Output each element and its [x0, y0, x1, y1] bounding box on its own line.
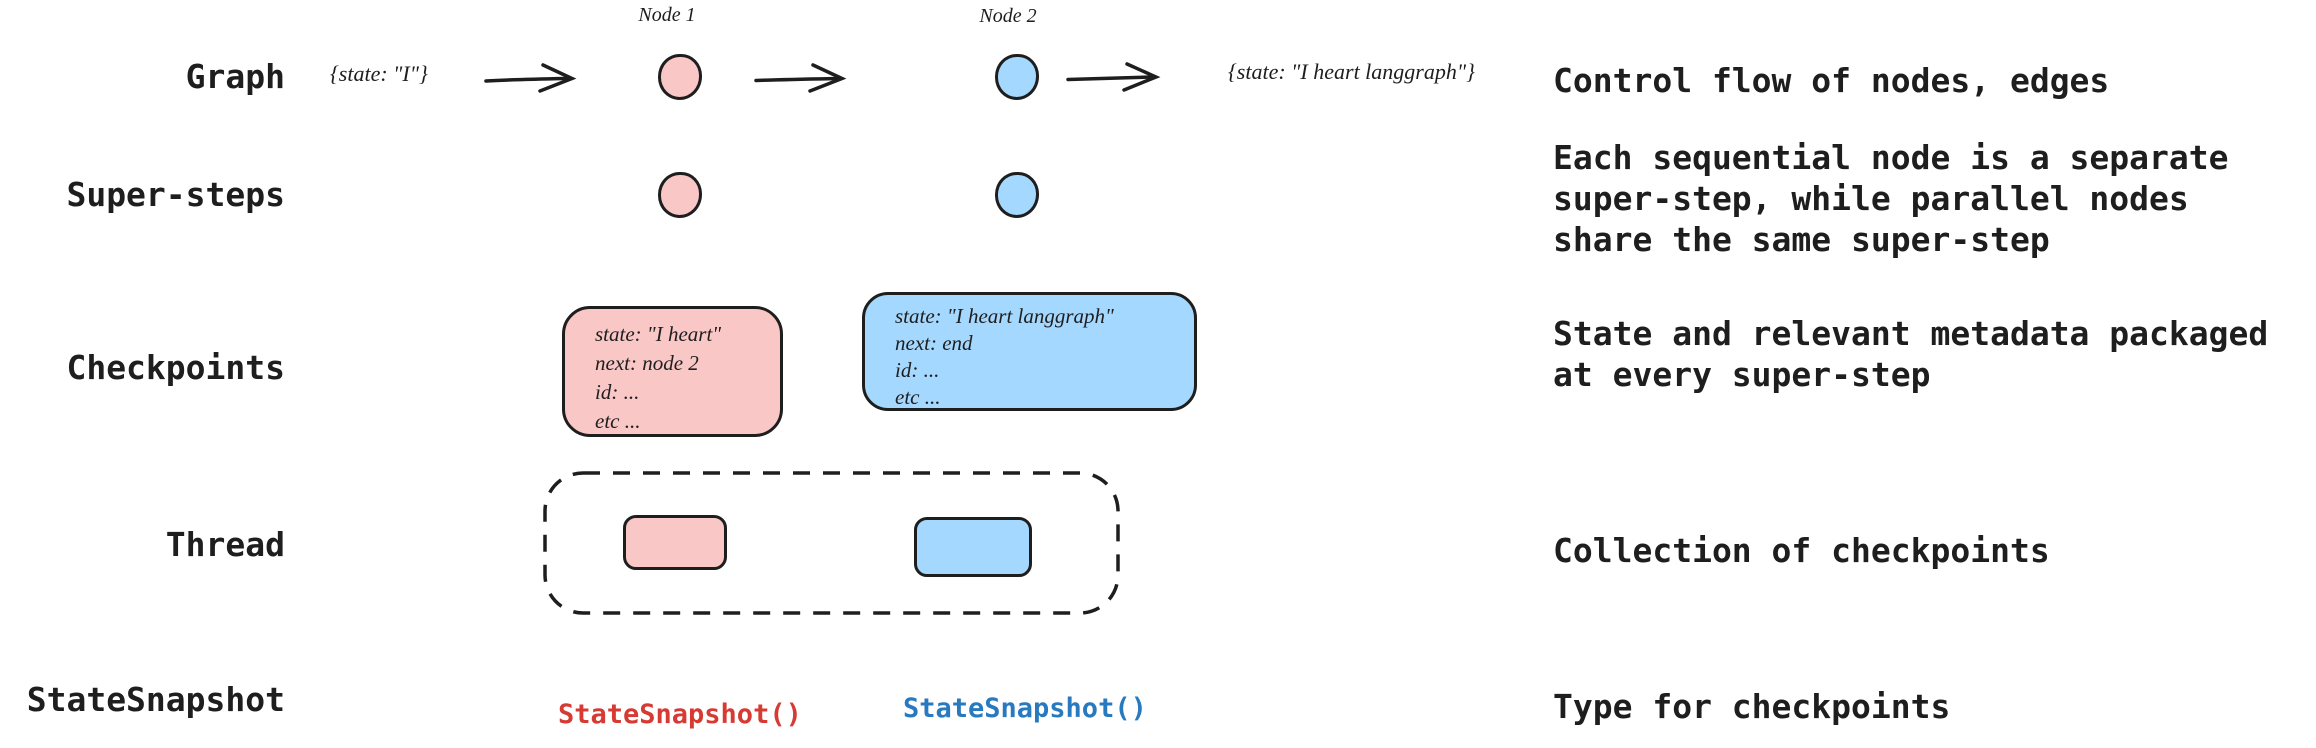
statesnapshot-code-1: StateSnapshot() — [558, 699, 802, 730]
row-label-thread: Thread — [165, 525, 285, 564]
thread-description: Collection of checkpoints — [1553, 531, 2050, 570]
super-steps-description: Each sequential node is a separate super… — [1553, 138, 2229, 259]
row-label-graph: Graph — [185, 57, 285, 96]
graph-description: Control flow of nodes, edges — [1553, 61, 2110, 100]
node1-circle — [658, 54, 702, 100]
checkpoint-1-box: state: "I heart" next: node 2 id: ... et… — [562, 306, 783, 437]
thread-checkpoint-2-box — [914, 517, 1032, 577]
super-step-1-circle — [658, 172, 702, 218]
statesnapshot-description: Type for checkpoints — [1553, 687, 1951, 726]
row-label-statesnapshot: StateSnapshot — [26, 680, 285, 719]
arrow-node1-to-node2-icon — [752, 58, 858, 98]
thread-checkpoint-1-box — [623, 515, 727, 570]
graph-input-state-text: {state: "I"} — [330, 61, 428, 86]
checkpoints-description: State and relevant metadata packaged at … — [1553, 314, 2269, 394]
super-step-2-circle — [995, 172, 1039, 218]
row-label-checkpoints: Checkpoints — [66, 348, 285, 387]
checkpoint-2-box: state: "I heart langgraph" next: end id:… — [862, 292, 1197, 411]
node2-label: Node 2 — [979, 5, 1037, 27]
graph-output-state-text: {state: "I heart langgraph"} — [1228, 59, 1475, 84]
statesnapshot-code-2: StateSnapshot() — [903, 693, 1147, 724]
checkpoint-2-text: state: "I heart langgraph" next: end id:… — [895, 304, 1114, 409]
arrow-node2-to-output-icon — [1064, 57, 1170, 97]
checkpoint-1-text: state: "I heart" next: node 2 id: ... et… — [595, 322, 722, 433]
thread-dashed-box — [543, 471, 1121, 616]
arrow-input-to-node1-icon — [482, 58, 588, 98]
node1-label: Node 1 — [638, 4, 696, 26]
node2-circle — [995, 54, 1039, 100]
row-label-super-steps: Super-steps — [66, 175, 285, 214]
